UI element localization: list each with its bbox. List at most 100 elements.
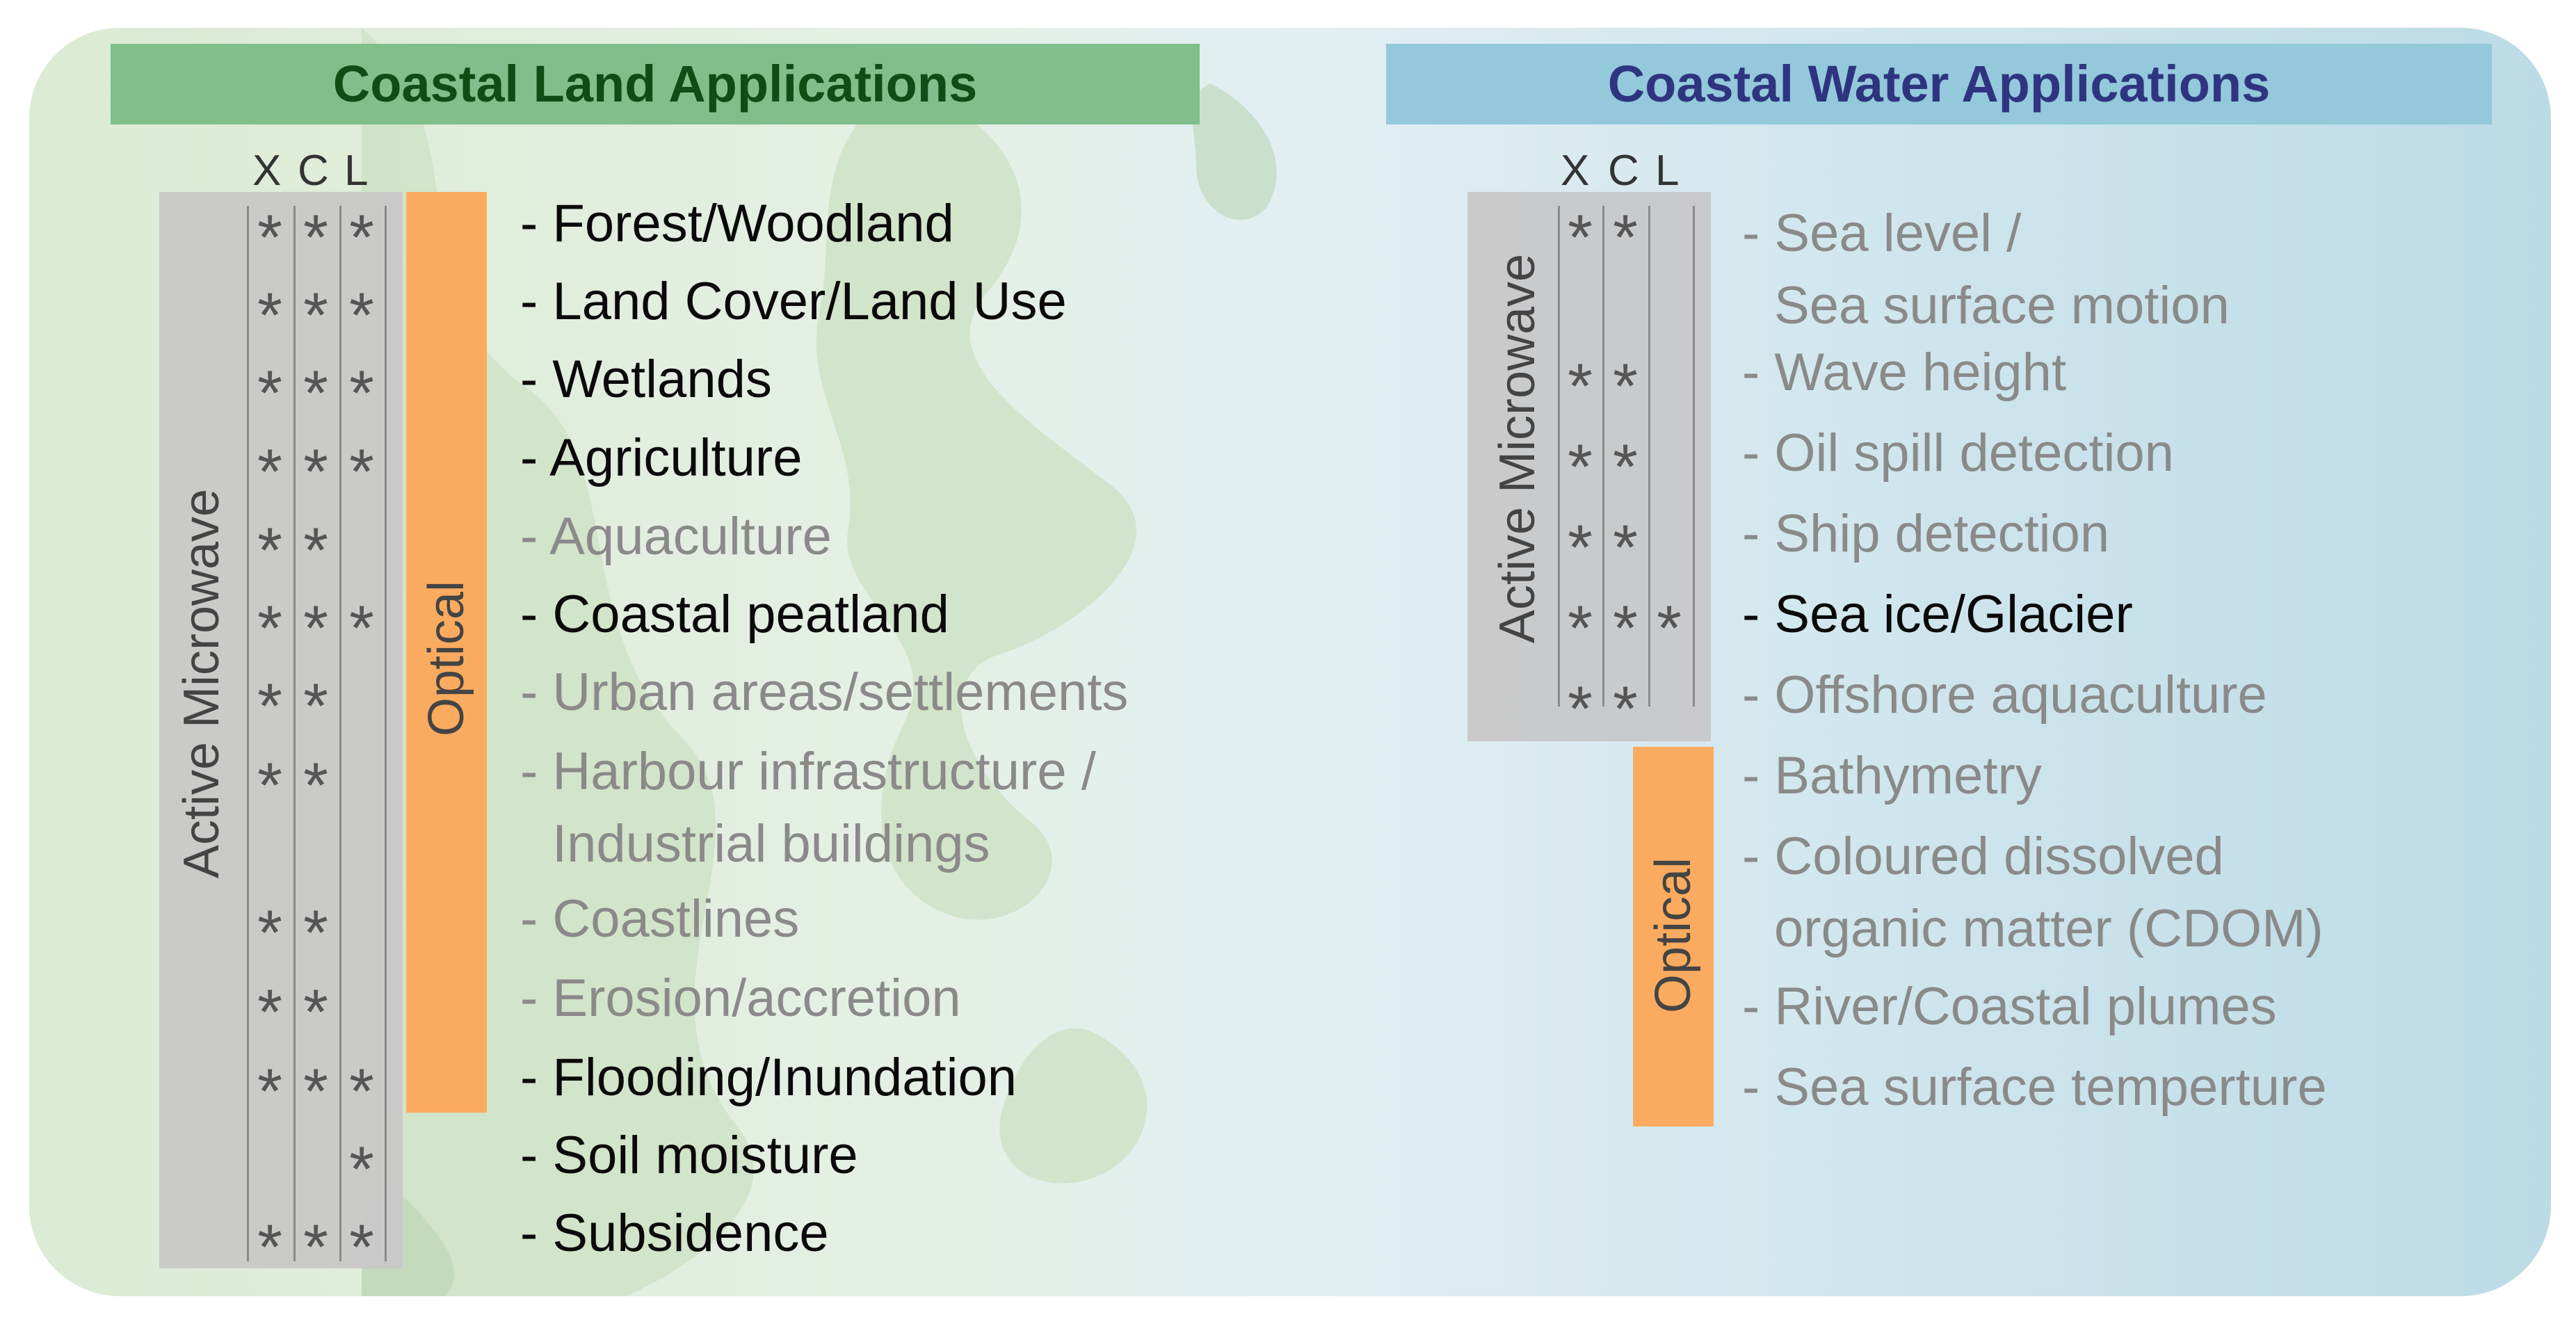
- land-band-x-header: X: [252, 147, 282, 195]
- water-application-item: - Bathymetry: [1742, 740, 2042, 812]
- land-star-l: *: [349, 1056, 374, 1127]
- land-star-l: *: [349, 593, 374, 664]
- land-star-l: *: [349, 358, 374, 429]
- water-application-item: - Sea surface temperture: [1742, 1051, 2327, 1124]
- land-star-x: *: [257, 750, 282, 821]
- land-star-c: *: [303, 750, 328, 821]
- land-application-item: - Coastal peatland: [520, 579, 949, 651]
- land-divider: [293, 206, 296, 1261]
- water-star-x: *: [1568, 512, 1593, 583]
- water-application-item: - Coloured dissolved organic matter (CDOM…: [1742, 821, 2324, 965]
- water-application-item: - Sea level /Sea surface motion: [1742, 197, 2230, 342]
- water-band-l-header: L: [1655, 147, 1680, 195]
- water-application-label: - Wave height: [1742, 343, 2067, 402]
- water-application-item: - Sea ice/Glacier: [1742, 579, 2133, 651]
- water-application-label: - Sea surface temperture: [1742, 1058, 2327, 1117]
- water-star-c: *: [1613, 351, 1638, 422]
- water-optical-bar: [1633, 747, 1714, 1127]
- land-star-c: *: [303, 593, 328, 664]
- water-application-label: - Sea ice/Glacier: [1742, 585, 2133, 644]
- land-star-x: *: [257, 671, 282, 742]
- land-star-x: *: [257, 1212, 282, 1283]
- water-application-item: - River/Coastal plumes: [1742, 971, 2277, 1043]
- land-application-label: - Coastal peatland: [520, 585, 949, 644]
- land-application-item: - Urban areas/settlements: [520, 656, 1128, 729]
- land-application-label: - Subsidence: [520, 1204, 829, 1263]
- water-divider: [1693, 206, 1695, 707]
- land-application-label: - Agriculture: [520, 428, 803, 487]
- water-star-c: *: [1613, 674, 1638, 745]
- land-star-c: *: [303, 671, 328, 742]
- water-application-label: - Coloured dissolved: [1742, 827, 2224, 886]
- land-panel-title: Coastal Land Applications: [111, 44, 1200, 124]
- water-application-label: - Ship detection: [1742, 504, 2110, 563]
- land-star-x: *: [257, 202, 282, 273]
- land-star-l: *: [349, 280, 374, 351]
- land-optical-bar: [406, 192, 487, 1113]
- water-star-x: *: [1568, 593, 1593, 664]
- land-application-label: - Forest/Woodland: [520, 194, 954, 253]
- land-optical-label: Optical: [419, 580, 474, 737]
- land-star-c: *: [303, 977, 328, 1048]
- land-star-x: *: [257, 977, 282, 1048]
- land-application-label: - Aquaculture: [520, 507, 832, 566]
- land-star-l: *: [349, 1212, 374, 1283]
- land-application-label: - Harbour infrastructure /: [520, 742, 1096, 801]
- water-application-item: - Ship detection: [1742, 498, 2109, 570]
- land-star-l: *: [349, 202, 374, 273]
- land-star-c: *: [303, 280, 328, 351]
- water-application-item: - Offshore aquaculture: [1742, 659, 2267, 732]
- land-application-item: - Flooding/Inundation: [520, 1042, 1017, 1114]
- water-band-x-header: X: [1561, 147, 1590, 195]
- land-application-item: - Erosion/accretion: [520, 962, 961, 1035]
- water-application-label-continued: organic matter (CDOM): [1774, 899, 2324, 958]
- land-application-item: - Forest/Woodland: [520, 188, 954, 260]
- land-star-c: *: [303, 898, 328, 969]
- land-star-c: *: [303, 1056, 328, 1127]
- land-band-l-header: L: [344, 147, 369, 195]
- water-microwave-label: Active Microwave: [1490, 253, 1545, 644]
- land-application-label: - Erosion/accretion: [520, 969, 961, 1028]
- water-application-label: - Bathymetry: [1742, 746, 2042, 805]
- water-application-label: - Sea level /: [1742, 204, 2022, 263]
- land-star-c: *: [303, 358, 328, 429]
- water-optical-label: Optical: [1645, 857, 1701, 1014]
- land-application-label: - Land Cover/Land Use: [520, 272, 1067, 331]
- land-star-x: *: [257, 280, 282, 351]
- land-application-label-continued: Industrial buildings: [552, 814, 990, 873]
- water-divider: [1602, 206, 1604, 707]
- water-star-c: *: [1613, 512, 1638, 583]
- land-application-item: - Agriculture: [520, 422, 803, 494]
- water-panel-title: Coastal Water Applications: [1386, 44, 2492, 124]
- water-star-c: *: [1613, 593, 1638, 664]
- water-star-x: *: [1568, 202, 1593, 273]
- land-star-x: *: [257, 898, 282, 969]
- land-microwave-label: Active Microwave: [174, 488, 230, 879]
- land-application-label: - Soil moisture: [520, 1126, 858, 1185]
- water-star-x: *: [1568, 674, 1593, 745]
- water-star-x: *: [1568, 432, 1593, 503]
- water-microwave-bar: [1467, 192, 1711, 741]
- water-application-item: - Wave height: [1742, 337, 2066, 409]
- land-star-c: *: [303, 1212, 328, 1283]
- water-application-item: - Oil spill detection: [1742, 417, 2174, 490]
- land-star-x: *: [257, 515, 282, 586]
- land-application-label: - Urban areas/settlements: [520, 663, 1129, 722]
- land-application-item: - Harbour infrastructure / Industrial bui…: [520, 736, 1096, 880]
- water-application-label: - River/Coastal plumes: [1742, 977, 2277, 1036]
- land-star-l: *: [349, 1134, 374, 1205]
- water-band-c-header: C: [1608, 147, 1639, 195]
- land-star-x: *: [257, 593, 282, 664]
- water-divider: [1558, 206, 1560, 707]
- water-star-l: *: [1657, 593, 1682, 664]
- land-microwave-bar: [159, 192, 403, 1268]
- land-application-item: - Land Cover/Land Use: [520, 266, 1067, 338]
- land-star-l: *: [349, 437, 374, 508]
- land-band-c-header: C: [298, 147, 329, 195]
- water-application-label: - Oil spill detection: [1742, 423, 2174, 483]
- water-star-c: *: [1613, 432, 1638, 503]
- water-application-label: - Offshore aquaculture: [1742, 665, 2267, 725]
- land-application-label: - Flooding/Inundation: [520, 1048, 1017, 1107]
- land-divider: [247, 206, 249, 1261]
- water-star-c: *: [1613, 202, 1638, 273]
